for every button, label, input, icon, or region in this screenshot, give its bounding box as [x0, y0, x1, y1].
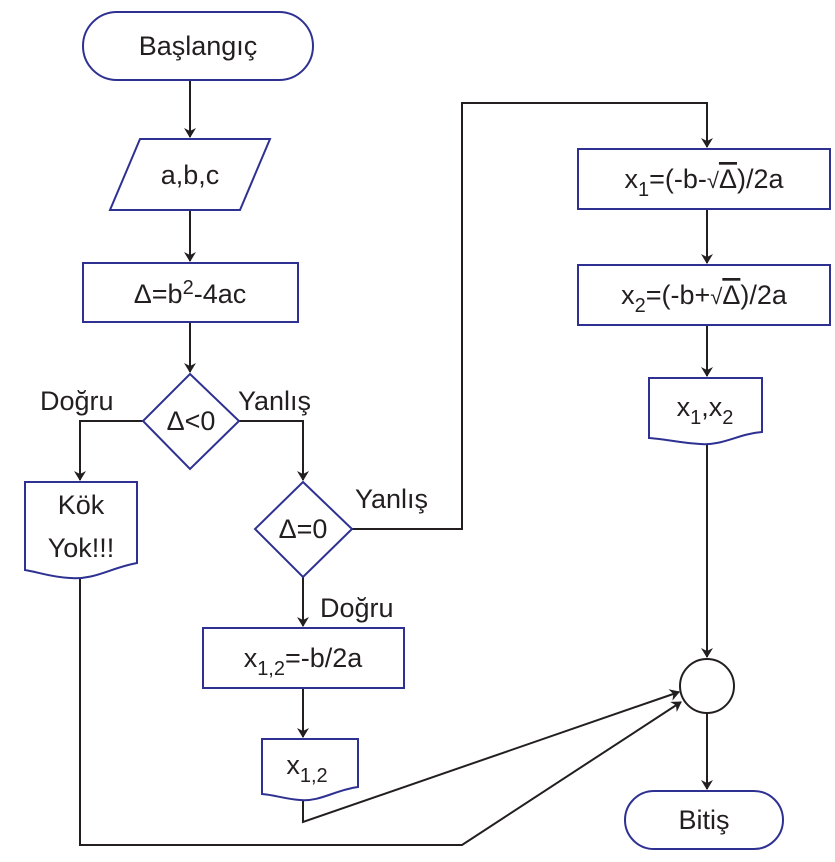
end-terminal: Bitiş: [624, 790, 784, 850]
label-negative-false: Yanlış: [238, 386, 311, 416]
decision-zero-label: Δ=0: [279, 514, 328, 544]
root1-label: x1=(-b-√Δ)/2a: [624, 164, 784, 201]
label-negative-true: Doğru: [40, 386, 114, 416]
no-root-document: Kök Yok!!!: [24, 481, 138, 580]
label-zero-true: Doğru: [320, 593, 394, 623]
roots-output-label: x1,x2: [677, 392, 734, 429]
decision-negative-label: Δ<0: [167, 406, 216, 436]
join-connector: [679, 658, 735, 714]
connectors: [74, 80, 713, 846]
arrow-noroot-join: [79, 578, 682, 846]
double-root-output-document: x1,2: [261, 738, 359, 802]
start-label: Başlangıç: [139, 31, 258, 61]
start-terminal: Başlangıç: [82, 11, 314, 81]
roots-output-document: x1,x2: [648, 377, 763, 446]
arrow-negative-true: [74, 420, 143, 481]
input-parallelogram: a,b,c: [108, 138, 272, 211]
double-root-output-label: x1,2: [286, 750, 327, 787]
root1-process: x1=(-b-√Δ)/2a: [577, 148, 831, 210]
double-root-label: x1,2=-b/2a: [244, 643, 364, 680]
root2-process: x2=(-b+√Δ)/2a: [577, 264, 831, 326]
root2-label: x2=(-b+√Δ)/2a: [621, 280, 788, 317]
discriminant-process: Δ=b2-4ac: [82, 262, 299, 323]
arrow-double-output-join: [302, 689, 680, 824]
decision-zero: Δ=0: [253, 480, 354, 579]
double-root-process: x1,2=-b/2a: [202, 627, 405, 689]
no-root-line1: Kök: [58, 490, 105, 520]
arrow-zero-false: [352, 102, 713, 530]
decision-negative: Δ<0: [141, 372, 241, 471]
arrow-negative-false: [239, 420, 309, 481]
discriminant-label: Δ=b2-4ac: [134, 277, 246, 309]
input-label: a,b,c: [161, 160, 220, 190]
end-label: Bitiş: [678, 805, 729, 835]
label-zero-false: Yanlış: [355, 484, 428, 514]
no-root-line2: Yok!!!: [48, 533, 115, 563]
